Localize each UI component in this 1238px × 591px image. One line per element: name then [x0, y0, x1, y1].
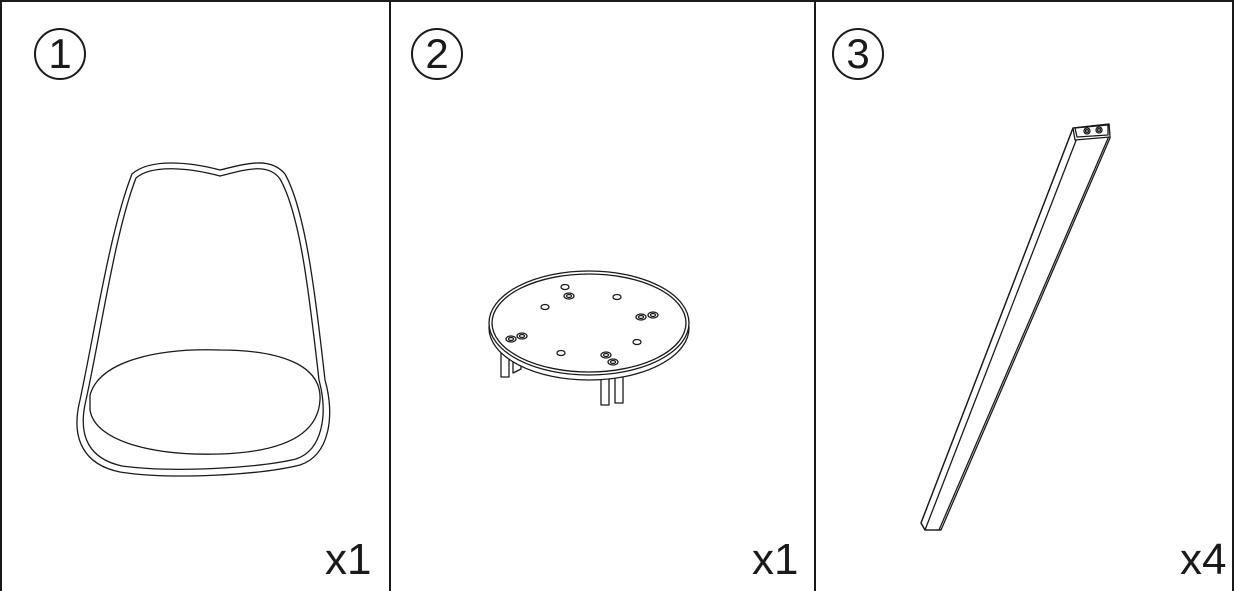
part-number-badge: 3	[832, 28, 884, 80]
part-number-badge: 1	[34, 28, 86, 80]
part-quantity: x1	[325, 535, 372, 584]
part-panel-1: 1 x1	[0, 0, 390, 591]
seat-mounting-plate-icon	[488, 270, 690, 406]
panel-divider-1	[389, 0, 391, 591]
chair-leg-icon	[920, 123, 1111, 531]
part-quantity: x1	[752, 535, 799, 584]
part-quantity: x4	[1180, 535, 1227, 584]
part-number-badge: 2	[411, 28, 463, 80]
panel-divider-2	[814, 0, 816, 591]
part-panel-2: 2 x1	[391, 0, 814, 591]
part-panel-3: 3 x4	[816, 0, 1234, 591]
chair-seat-icon	[76, 162, 331, 477]
